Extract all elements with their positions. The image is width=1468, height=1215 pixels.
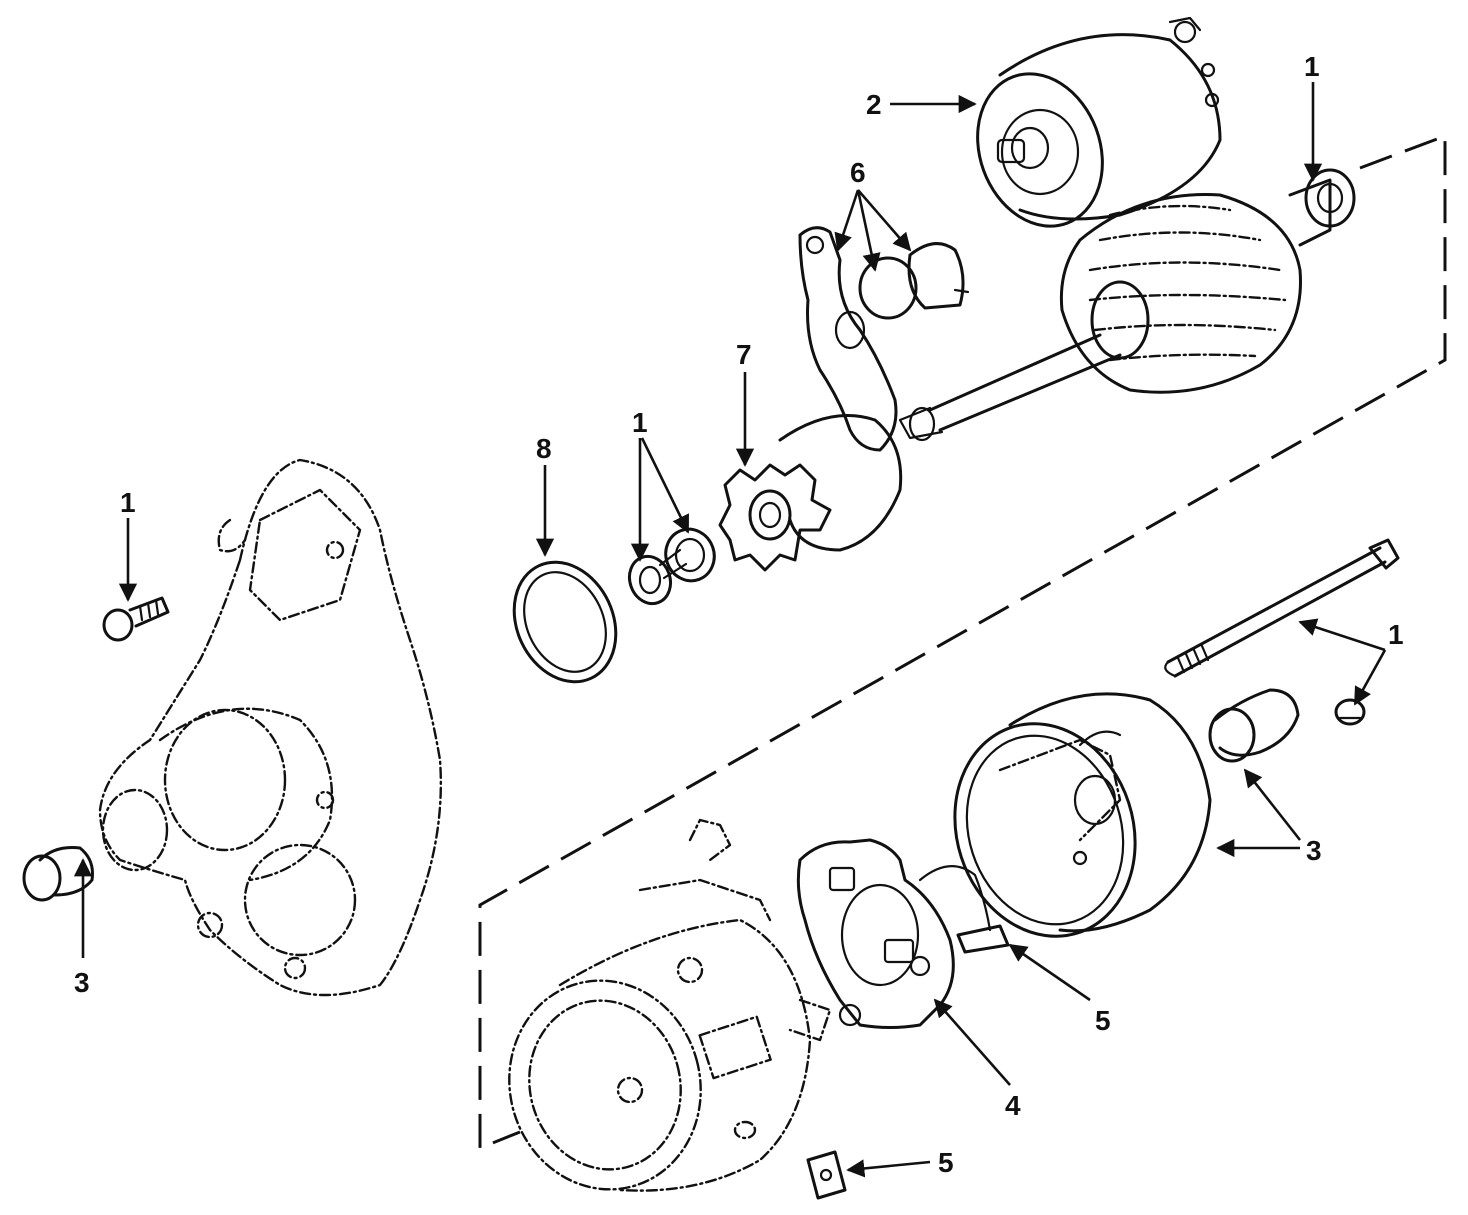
- callout-1-washers: 1: [632, 407, 648, 438]
- through-bolt: [1164, 538, 1400, 678]
- washers: [627, 527, 716, 606]
- callout-3-bushing-left: 3: [74, 967, 90, 998]
- leaders: [73, 82, 1387, 1178]
- solenoid: [976, 16, 1222, 228]
- callout-4-brush-holder: 4: [1005, 1090, 1021, 1121]
- brush-lower: [806, 1150, 847, 1200]
- callout-8-seal-ring: 8: [536, 433, 552, 464]
- armature: [898, 168, 1356, 442]
- callout-labels: 1 2 6 7 8 1 1 3 1 3 5 4 5: [74, 51, 1404, 1178]
- end-frame: [953, 692, 1212, 938]
- brush-holder: [796, 838, 1010, 1029]
- drive-gear: [718, 414, 903, 572]
- assembly-frame: [478, 133, 1447, 1151]
- callout-1-bolt: 1: [120, 487, 136, 518]
- callout-1-armature-bearing: 1: [1304, 51, 1320, 82]
- callout-1-thru-bolt: 1: [1388, 619, 1404, 650]
- drive-housing: [98, 458, 443, 997]
- callout-3-end-frame: 3: [1306, 835, 1322, 866]
- callout-2-solenoid: 2: [866, 89, 882, 120]
- screw-right: [1334, 698, 1366, 726]
- bushing-right: [1208, 688, 1300, 763]
- callout-6-fork-parts: 6: [850, 157, 866, 188]
- callout-5-brush-spring: 5: [1095, 1005, 1111, 1036]
- yoke: [508, 818, 832, 1192]
- bolt-left: [102, 596, 170, 642]
- shift-fork: [798, 226, 970, 452]
- callout-5-brush-lower: 5: [938, 1147, 954, 1178]
- seal-ring: [512, 560, 618, 684]
- callout-7-drive-gear: 7: [736, 339, 752, 370]
